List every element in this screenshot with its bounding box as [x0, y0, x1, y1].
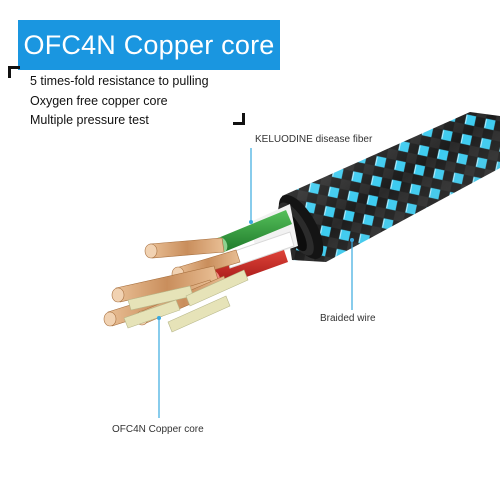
sheath-tubes [123, 269, 249, 333]
corner-bracket-bottom-right [233, 113, 245, 125]
corner-bracket-top-left [8, 66, 20, 78]
title-banner: OFC4N Copper core [18, 20, 280, 70]
feature-item: 5 times-fold resistance to pulling [30, 74, 209, 88]
callout-fiber: KELUODINE disease fiber [255, 134, 373, 145]
feature-item: Oxygen free copper core [30, 93, 168, 108]
callout-copper-core: OFC4N Copper core [112, 424, 204, 435]
leader-lines [158, 148, 353, 418]
leader-dots [157, 220, 354, 320]
banner-title: OFC4N Copper core [23, 29, 275, 60]
braided-jacket [282, 112, 500, 262]
feature-list: 5 times-fold resistance to pulling Oxyge… [30, 72, 209, 131]
feature-item: Multiple pressure test [30, 113, 149, 127]
callout-braided-wire: Braided wire [320, 313, 376, 324]
